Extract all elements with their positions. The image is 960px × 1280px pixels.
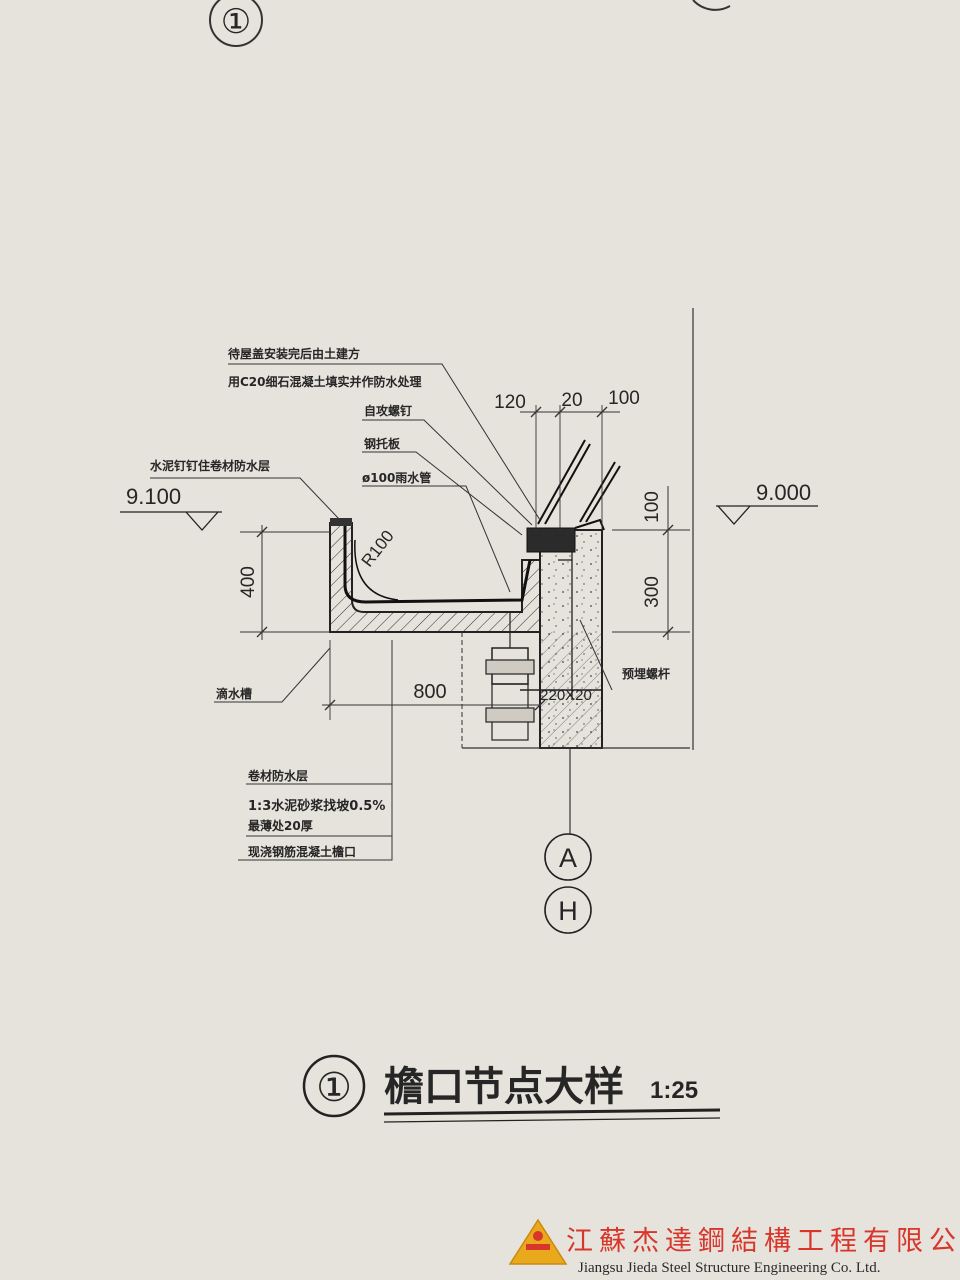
- note-top-line1: 待屋盖安装完后由土建方: [228, 346, 360, 361]
- top-marker-number: ①: [221, 3, 251, 41]
- rain-pipe: [485, 612, 535, 741]
- title-text: 檐口节点大样: [384, 1064, 624, 1110]
- dimension-lines: [240, 405, 690, 720]
- note-steel-bracket: 钢托板: [364, 436, 401, 451]
- axis-bubble-a: A: [544, 833, 592, 881]
- axis-h-label: H: [558, 896, 578, 926]
- concrete-gutter-section: [329, 439, 690, 749]
- axis-bubble-h: H: [544, 886, 592, 934]
- note-embedded-bolt: 预埋螺杆: [622, 666, 670, 681]
- plate-size: 220X20: [540, 687, 592, 704]
- layer-legend: 卷材防水层 1:3水泥砂浆找坡0.5% 最薄处20厚 现浇钢筋混凝土檐口: [246, 768, 392, 859]
- layer-1: 卷材防水层: [247, 768, 308, 783]
- top-detail-marker: ①: [209, 0, 731, 47]
- layer-2: 1:3水泥砂浆找坡0.5%: [248, 798, 385, 814]
- layer-4: 现浇钢筋混凝土檐口: [248, 844, 356, 859]
- axis-a-label: A: [559, 843, 577, 873]
- elevation-mark-right: [716, 505, 818, 525]
- company-name-cn: 江蘇杰達鋼結構工程有限公司: [566, 1226, 960, 1257]
- note-rain-pipe: ø100雨水管: [362, 470, 431, 485]
- note-cement-nail: 水泥钉钉住卷材防水层: [150, 458, 270, 473]
- note-drip-groove: 滴水槽: [216, 686, 252, 701]
- elevation-right-value: 9.000: [756, 480, 811, 505]
- title-number: ①: [316, 1066, 352, 1110]
- dim-radius: R100: [358, 527, 398, 571]
- layer-3: 最薄处20厚: [248, 818, 313, 833]
- dim-800: 800: [413, 681, 446, 703]
- dim-300-right: 300: [642, 576, 663, 608]
- title-scale: 1:25: [650, 1077, 698, 1104]
- note-self-tapping-screw: 自攻螺钉: [364, 403, 412, 418]
- leader-lines: [150, 363, 613, 861]
- elevation-left-value: 9.100: [126, 484, 181, 509]
- note-top-line2: 用C20细石混凝土填实并作防水处理: [227, 374, 422, 389]
- dim-120: 120: [494, 392, 526, 413]
- company-logo-icon: [508, 1218, 568, 1265]
- company-name-en: Jiangsu Jieda Steel Structure Engineerin…: [578, 1260, 880, 1276]
- dim-100-right: 100: [642, 491, 663, 523]
- elevation-mark-left: [120, 511, 222, 531]
- dim-400-left: 400: [238, 566, 259, 598]
- dim-100-top: 100: [608, 388, 640, 409]
- dim-20: 20: [561, 390, 582, 411]
- detail-title: ① 檐口节点大样 1:25: [302, 1054, 721, 1123]
